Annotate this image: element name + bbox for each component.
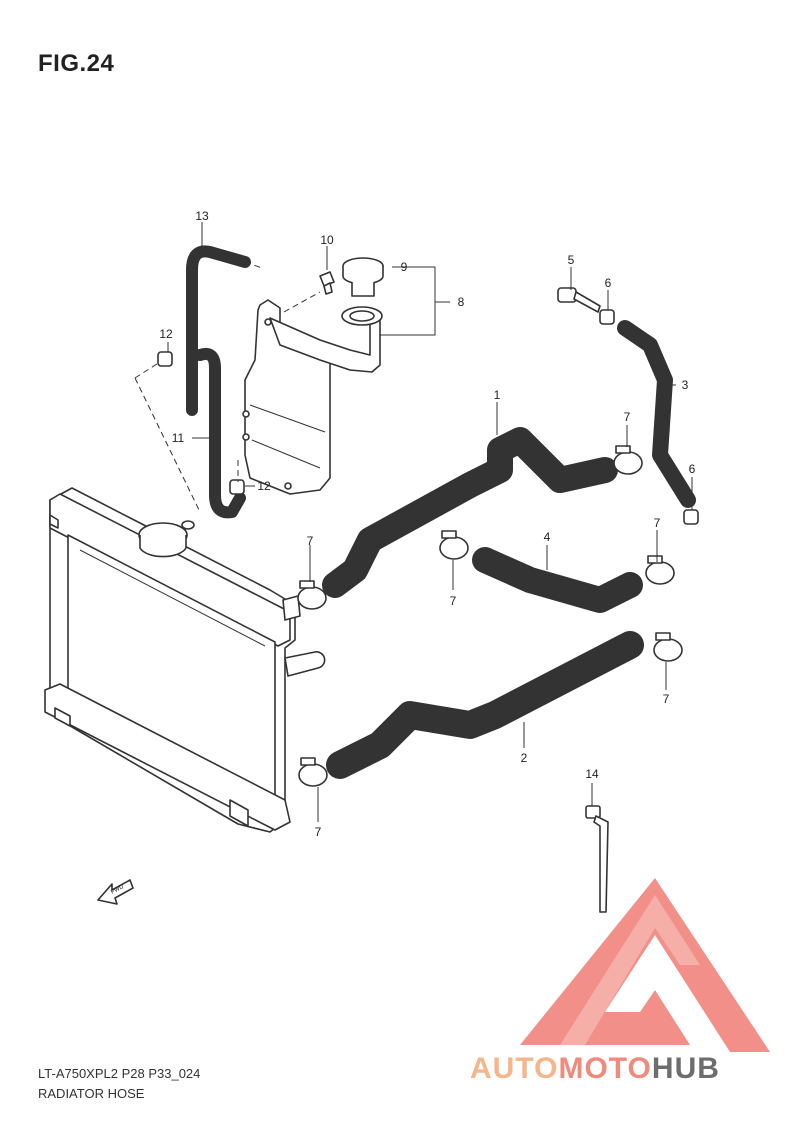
footer-name: RADIATOR HOSE	[38, 1086, 145, 1101]
callout-7f: 7	[315, 825, 322, 839]
bypass-hose	[472, 547, 643, 613]
radiator	[44, 487, 326, 833]
hose-clamp-small-upper	[599, 309, 615, 325]
callout-10: 10	[320, 233, 334, 247]
brand-part-c: HUB	[651, 1052, 720, 1085]
callout-13: 13	[195, 209, 209, 223]
callout-12a: 12	[159, 327, 173, 341]
lower-radiator-hose	[326, 631, 644, 779]
small-clamp-upper	[157, 351, 173, 367]
callout-9: 9	[401, 260, 408, 274]
hose-clamp-1	[613, 445, 643, 475]
figure-title: FIG.24	[38, 50, 115, 77]
callout-3: 3	[682, 378, 689, 392]
hose-clamp-4	[645, 555, 675, 585]
brand-part-a: AUTO	[470, 1052, 559, 1085]
hose-clamp-5	[653, 632, 683, 662]
reservoir-cap	[342, 257, 384, 297]
forward-arrow-icon: FWD	[97, 879, 134, 905]
reservoir-tank	[242, 299, 383, 495]
watermark-triangle	[520, 878, 770, 1052]
hose-clamp-small-lower	[683, 509, 699, 525]
leader-lines	[134, 222, 693, 822]
callout-7c: 7	[654, 516, 661, 530]
cable-tie	[585, 805, 609, 913]
hose-clamp-2	[297, 580, 327, 610]
callout-6b: 6	[689, 462, 696, 476]
hose-clamp-6	[298, 757, 328, 787]
brand-part-b: MOTO	[558, 1052, 652, 1085]
union-fitting	[557, 287, 601, 313]
watermark-logo	[520, 878, 770, 1052]
hose-clamp-3	[439, 530, 469, 560]
callout-1: 1	[494, 388, 501, 402]
watermark-brand: AUTOMOTOHUB	[470, 1052, 720, 1086]
callout-2: 2	[521, 751, 528, 765]
callout-6a: 6	[605, 276, 612, 290]
bolt	[319, 271, 335, 295]
callout-14: 14	[585, 767, 599, 781]
upper-radiator-hose	[322, 427, 618, 598]
callout-7d: 7	[307, 534, 314, 548]
callout-12b: 12	[257, 479, 271, 493]
callout-5: 5	[568, 253, 575, 267]
footer-code: LT-A750XPL2 P28 P33_024	[38, 1066, 201, 1081]
callout-7a: 7	[624, 410, 631, 424]
thermostat-hose	[617, 320, 696, 508]
callout-11: 11	[172, 431, 185, 445]
small-clamp-lower	[229, 479, 245, 495]
callout-7e: 7	[663, 692, 670, 706]
callout-7b: 7	[450, 594, 457, 608]
callout-8: 8	[458, 295, 465, 309]
callout-4: 4	[544, 530, 551, 544]
callout-labels: 13 10 9 8 5 6 3 12 1 7 11 12 6 4 7 7 7 7…	[159, 209, 695, 839]
